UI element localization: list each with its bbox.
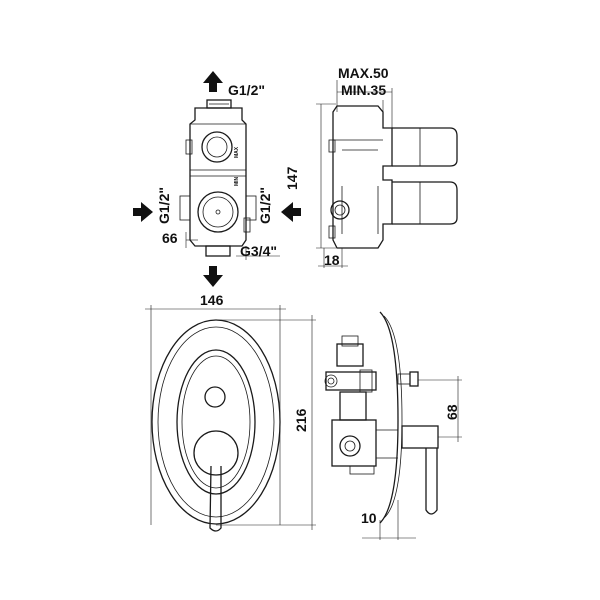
body-front-view: MAX MIN xyxy=(133,71,301,287)
right-inlet-arrow-icon xyxy=(281,202,301,222)
installed-side-view xyxy=(324,311,462,540)
side-width-dimension: 66 xyxy=(162,230,178,246)
left-inlet-arrow-icon xyxy=(133,202,153,222)
min-depth-label: MIN.35 xyxy=(341,82,386,98)
handle-offset-dimension: 68 xyxy=(444,404,460,420)
top-outlet-label: G1/2" xyxy=(228,82,265,98)
right-inlet-label: G1/2" xyxy=(257,187,273,224)
side-depth-dimension: 18 xyxy=(324,252,340,268)
max-depth-label: MAX.50 xyxy=(338,65,389,81)
top-outlet-arrow-icon xyxy=(203,71,223,92)
min-marking: MIN xyxy=(234,176,240,186)
body-side-view xyxy=(316,80,458,268)
plate-front-view xyxy=(145,305,316,532)
left-inlet-label: G1/2" xyxy=(156,187,172,224)
bottom-outlet-label: G3/4" xyxy=(240,243,277,259)
plate-width-dimension: 146 xyxy=(200,292,224,308)
body-height-dimension: 147 xyxy=(284,166,300,190)
plate-height-dimension: 216 xyxy=(293,408,309,432)
bottom-outlet-arrow-icon xyxy=(203,266,223,287)
max-marking: MAX xyxy=(234,146,240,158)
plate-depth-dimension: 10 xyxy=(361,510,377,526)
